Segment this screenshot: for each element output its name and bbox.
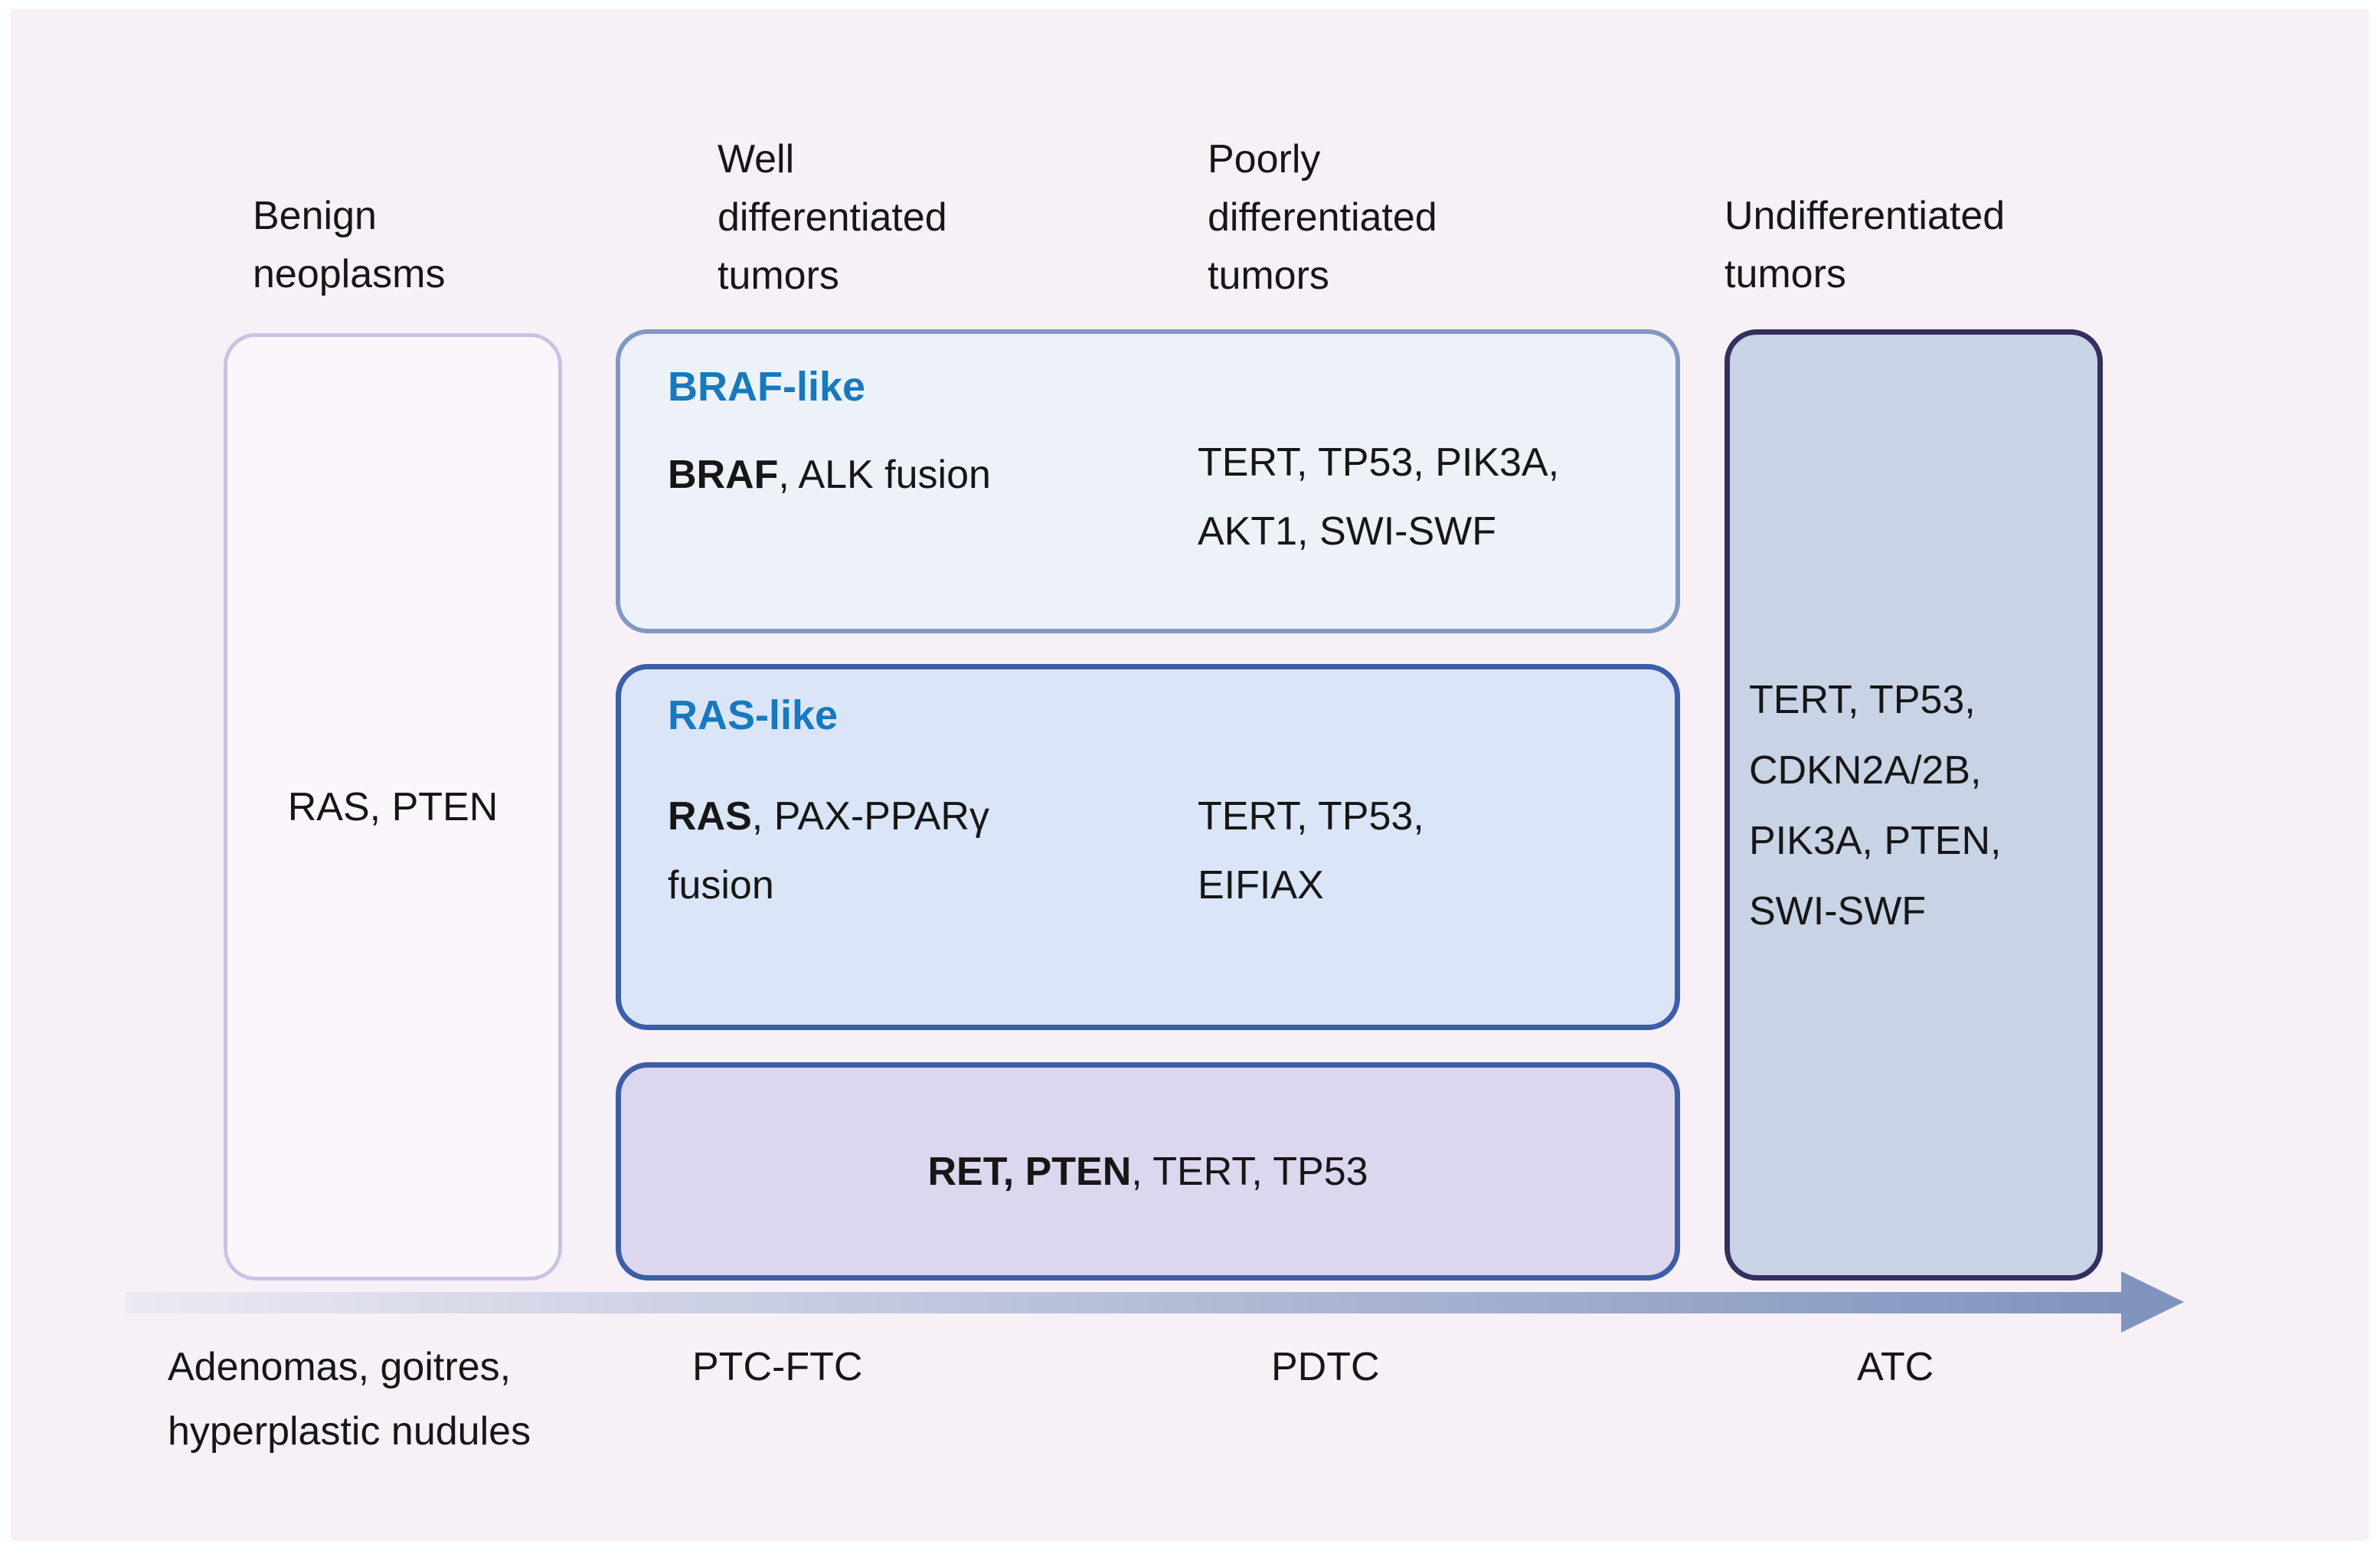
progression-arrow-body xyxy=(126,1292,2121,1313)
header-line: tumors xyxy=(718,254,839,298)
ret-genes-text: RET, PTEN, TERT, TP53 xyxy=(927,1149,1368,1195)
diagram-canvas: Benign neoplasms Well differentiated tum… xyxy=(11,9,2369,1541)
ras-progression-line: TERT, TP53, xyxy=(1198,794,1424,839)
header-poorly-differentiated: Poorly differentiated tumors xyxy=(1208,130,1437,305)
braf-driver-rest: , ALK fusion xyxy=(778,453,991,497)
header-line: Undifferentiated xyxy=(1725,194,2006,238)
header-line: differentiated xyxy=(1208,195,1437,240)
ras-progression-genes: TERT, TP53, EIFIAX xyxy=(1198,782,1424,920)
undiff-gene-line: CDKN2A/2B, xyxy=(1749,748,1982,793)
ret-pten-box: RET, PTEN, TERT, TP53 xyxy=(616,1062,1680,1281)
undifferentiated-genes-text: TERT, TP53, CDKN2A/2B, PIK3A, PTEN, SWI-… xyxy=(1749,665,2001,947)
header-well-differentiated: Well differentiated tumors xyxy=(718,130,947,305)
braf-progression-line: AKT1, SWI-SWF xyxy=(1198,509,1496,554)
ras-like-title: RAS-like xyxy=(668,692,839,738)
header-line: Well xyxy=(718,137,795,182)
benign-genes-text: RAS, PTEN xyxy=(287,784,499,829)
undiff-gene-line: SWI-SWF xyxy=(1749,889,1927,934)
axis-label-line: Adenomas, goitres, xyxy=(168,1345,512,1389)
axis-label-pdtc: PDTC xyxy=(1271,1345,1380,1389)
undifferentiated-tumors-box xyxy=(1725,329,2103,1281)
braf-driver-genes: BRAF, ALK fusion xyxy=(668,451,991,499)
undiff-gene-line: TERT, TP53, xyxy=(1749,678,1976,722)
ret-genes-rest: , TERT, TP53 xyxy=(1131,1149,1368,1194)
axis-label-benign: Adenomas, goitres, hyperplastic nudules xyxy=(168,1335,531,1464)
ras-driver-line: RAS, PAX-PPARγ xyxy=(668,782,989,851)
braf-like-box xyxy=(616,329,1680,633)
header-undifferentiated: Undifferentiated tumors xyxy=(1725,187,2005,303)
header-line: neoplasms xyxy=(253,252,446,296)
header-line: Benign xyxy=(253,194,377,238)
benign-neoplasms-box: RAS, PTEN xyxy=(224,333,562,1281)
ras-driver-line: fusion xyxy=(668,863,774,908)
header-line: differentiated xyxy=(718,195,947,240)
ras-progression-line: EIFIAX xyxy=(1198,863,1324,908)
progression-arrow-head-icon xyxy=(2121,1271,2184,1333)
axis-label-ptc-ftc: PTC-FTC xyxy=(692,1345,863,1389)
braf-progression-line: TERT, TP53, PIK3A, xyxy=(1198,440,1560,485)
ret-genes-bold: RET, PTEN xyxy=(927,1149,1132,1194)
undiff-gene-line: PIK3A, PTEN, xyxy=(1749,819,2002,863)
ras-driver-rest: , PAX-PPARγ xyxy=(751,794,989,839)
header-line: Poorly xyxy=(1208,137,1321,182)
header-benign-neoplasms: Benign neoplasms xyxy=(253,187,445,303)
header-line: tumors xyxy=(1725,252,1846,296)
header-line: tumors xyxy=(1208,254,1329,298)
axis-label-atc: ATC xyxy=(1857,1345,1934,1389)
ras-driver-genes: RAS, PAX-PPARγ fusion xyxy=(668,782,989,920)
braf-progression-genes: TERT, TP53, PIK3A, AKT1, SWI-SWF xyxy=(1198,428,1559,566)
braf-like-title: BRAF-like xyxy=(668,364,866,410)
ras-like-box xyxy=(616,664,1680,1030)
ras-driver-bold: RAS xyxy=(668,794,752,839)
braf-driver-bold: BRAF xyxy=(668,453,779,497)
axis-label-line: hyperplastic nudules xyxy=(168,1409,531,1454)
